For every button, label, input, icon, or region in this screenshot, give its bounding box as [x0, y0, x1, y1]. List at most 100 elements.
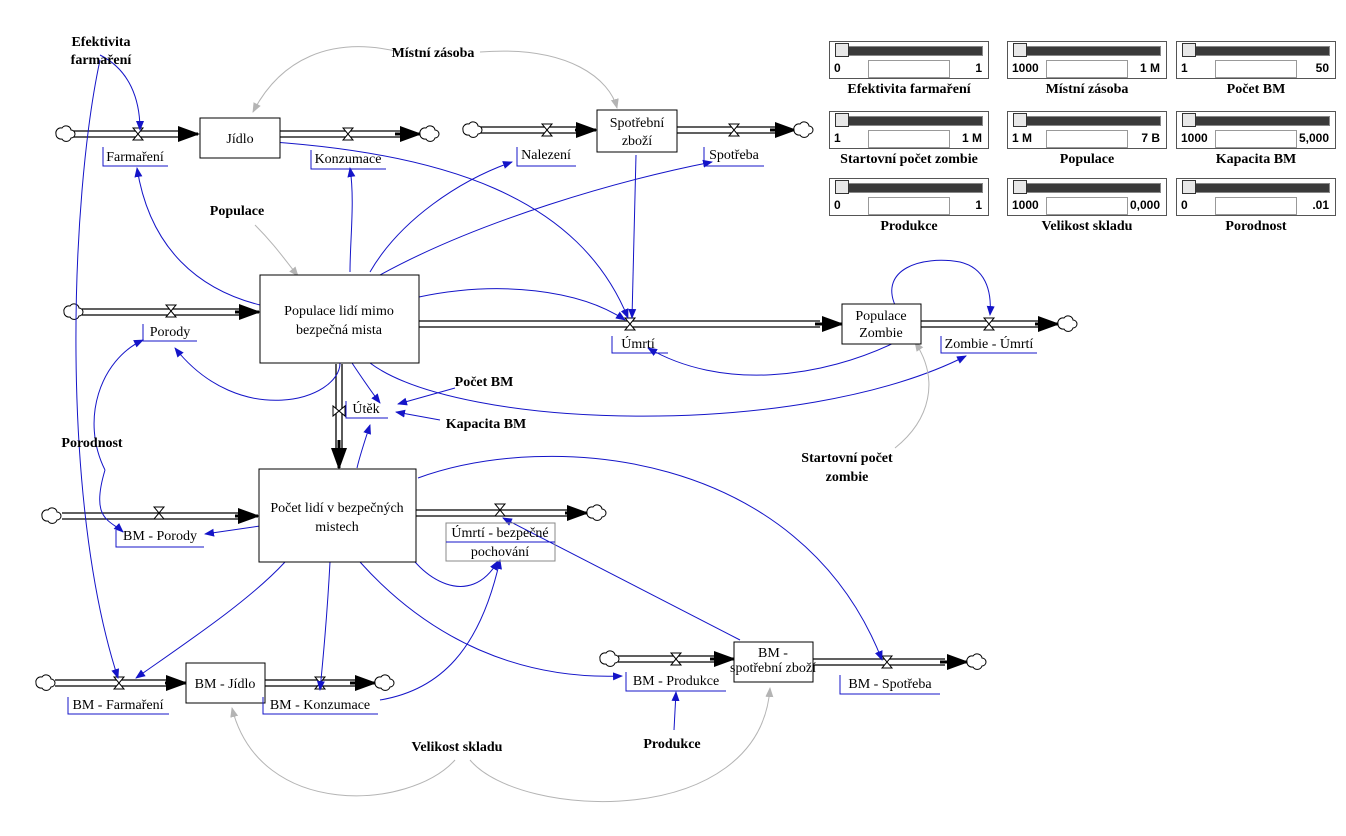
valve-icon: [152, 506, 166, 520]
param-velikost-skladu[interactable]: Velikost skladu: [412, 740, 503, 755]
stock-populace-zombie[interactable]: Populace Zombie: [841, 303, 922, 345]
valve-icon: [982, 317, 996, 331]
param-mistni-zasoba[interactable]: Místní zásoba: [392, 46, 475, 61]
param-pocet-bm[interactable]: Počet BM: [455, 375, 514, 390]
cloud-icon: [63, 303, 84, 320]
slider-thumb[interactable]: [1182, 43, 1196, 57]
slider-value-box[interactable]: [1215, 197, 1297, 215]
stock-bm-spotrebni[interactable]: BM - spotřební zboží: [730, 641, 816, 683]
slider-thumb[interactable]: [835, 180, 849, 194]
slider-value-box[interactable]: [1215, 130, 1297, 148]
slider-track[interactable]: [835, 183, 983, 193]
slider-label: Porodnost: [1225, 219, 1287, 234]
flow-bm-farmareni[interactable]: BM - Farmaření: [73, 698, 164, 713]
svg-text:Jídlo: Jídlo: [226, 132, 253, 147]
flow-bm-porody[interactable]: BM - Porody: [123, 529, 197, 544]
flow-konzumace[interactable]: Konzumace: [315, 152, 382, 167]
source-sink-clouds: [35, 121, 1078, 691]
stock-populace-mimo[interactable]: Populace lidí mimo bezpečná mista: [259, 274, 420, 364]
slider-value-box[interactable]: [1046, 60, 1128, 78]
slider-label: Populace: [1059, 152, 1115, 167]
cloud-icon: [55, 125, 76, 142]
slider-value-box[interactable]: [868, 130, 950, 148]
cloud-icon: [599, 650, 620, 667]
slider-max-label: 50: [1315, 61, 1329, 75]
slider-label: Efektivita farmaření: [847, 82, 971, 97]
flow-bm-produkce[interactable]: BM - Produkce: [633, 674, 719, 689]
slider-min-label: 0: [834, 198, 841, 212]
flow-utek[interactable]: Útěk: [352, 400, 379, 417]
flow-umrti[interactable]: Úmrtí: [621, 335, 655, 352]
slider-track[interactable]: [1182, 183, 1330, 193]
slider-value-box[interactable]: [1046, 197, 1128, 215]
valve-icon: [332, 404, 346, 418]
flow-bm-spotreba[interactable]: BM - Spotřeba: [848, 677, 932, 692]
stock-bm-jidlo[interactable]: BM - Jídlo: [185, 662, 266, 704]
slider-track[interactable]: [1013, 116, 1161, 126]
svg-text:BM -: BM -: [758, 646, 788, 661]
stock-spotrebni-zbozi[interactable]: Spotřební zboží: [596, 109, 678, 153]
slider-min-label: 1000: [1012, 61, 1039, 75]
slider-value-box[interactable]: [868, 60, 950, 78]
slider-max-label: 5,000: [1298, 131, 1329, 145]
cloud-icon: [586, 504, 607, 521]
slider-track[interactable]: [835, 116, 983, 126]
slider-value-box[interactable]: [868, 197, 950, 215]
param-efektivita-line1[interactable]: Efektivita: [71, 35, 130, 50]
slider-label: Velikost skladu: [1041, 219, 1133, 234]
param-startovni-line1[interactable]: Startovní počet: [801, 451, 893, 466]
flow-bm-konzumace[interactable]: BM - Konzumace: [270, 698, 370, 713]
flow-umrti-bezpecne-line2[interactable]: pochování: [471, 545, 529, 560]
stock-pocet-bm[interactable]: Počet lidí v bezpečných mistech: [258, 468, 417, 563]
slider-track[interactable]: [1182, 116, 1330, 126]
slider-value-box[interactable]: [1046, 130, 1128, 148]
svg-text:Počet lidí v bezpečných: Počet lidí v bezpečných: [270, 501, 403, 516]
svg-text:Populace lidí mimo: Populace lidí mimo: [284, 304, 394, 319]
param-produkce[interactable]: Produkce: [643, 737, 700, 752]
stock-jidlo[interactable]: Jídlo: [199, 117, 281, 159]
slider-label: Produkce: [880, 219, 938, 234]
slider-thumb[interactable]: [835, 113, 849, 127]
flow-spotreba[interactable]: Spotřeba: [709, 148, 760, 163]
flow-nalezeni[interactable]: Nalezení: [521, 148, 571, 163]
flow-pipes: [55, 122, 1060, 691]
param-porodnost[interactable]: Porodnost: [61, 436, 123, 451]
slider-track[interactable]: [1182, 46, 1330, 56]
slider-thumb[interactable]: [1182, 113, 1196, 127]
param-populace[interactable]: Populace: [210, 204, 264, 219]
slider-thumb[interactable]: [1013, 180, 1027, 194]
slider-thumb[interactable]: [1182, 180, 1196, 194]
flow-farmareni[interactable]: Farmaření: [106, 150, 164, 165]
param-efektivita-line2[interactable]: farmaření: [71, 53, 133, 68]
slider-max-label: 1: [975, 61, 982, 75]
flow-umrti-bezpecne-line1[interactable]: Úmrtí - bezpečné: [451, 524, 548, 541]
valve-icon: [540, 123, 554, 137]
param-kapacita-bm[interactable]: Kapacita BM: [446, 417, 527, 432]
slider-max-label: 1: [975, 198, 982, 212]
slider-thumb[interactable]: [1013, 43, 1027, 57]
slider-track[interactable]: [835, 46, 983, 56]
valve-icon: [880, 655, 894, 669]
slider-track[interactable]: [1013, 46, 1161, 56]
flow-labels: [67, 147, 1037, 715]
slider-min-label: 0: [834, 61, 841, 75]
slider-9[interactable]: 0.01: [1176, 178, 1336, 216]
slider-track[interactable]: [1013, 183, 1161, 193]
flow-porody[interactable]: Porody: [150, 325, 190, 340]
valve-icon: [669, 652, 683, 666]
flow-zombie-umrti[interactable]: Zombie - Úmrtí: [945, 335, 1034, 352]
svg-text:spotřební zboží: spotřební zboží: [730, 661, 816, 676]
param-startovni-line2[interactable]: zombie: [826, 470, 869, 485]
slider-value-box[interactable]: [1215, 60, 1297, 78]
slider-thumb[interactable]: [835, 43, 849, 57]
slider-thumb[interactable]: [1013, 113, 1027, 127]
slider-label: Kapacita BM: [1215, 152, 1297, 167]
